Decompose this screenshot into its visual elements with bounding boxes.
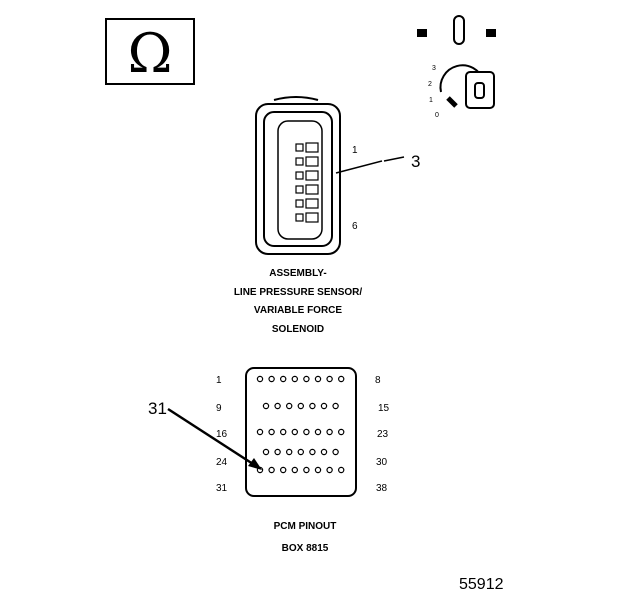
pcm-pin-row3-2 (268, 428, 275, 436)
pcm-caption: PCM PINOUT BOX 8815 (274, 521, 337, 554)
sensor-terminal-2 (305, 156, 319, 167)
ignition-position-2: 2 (428, 81, 432, 88)
callout-leader-3 (335, 160, 383, 174)
pcm-connector-body (245, 367, 357, 497)
pcm-callout-number: 31 (148, 399, 167, 418)
connector-pin-cavity (277, 120, 323, 240)
ignition-position-3: 3 (432, 65, 436, 72)
sensor-pin-1 (295, 143, 304, 152)
pcm-row-5-right-label: 38 (376, 483, 388, 494)
sensor-terminal-4 (305, 184, 319, 195)
pcm-pin-row1-1 (256, 375, 264, 383)
pcm-caption-line-1: PCM PINOUT (274, 521, 337, 532)
pcm-pin-row5-8 (338, 466, 345, 474)
pcm-pin-row1-6 (314, 375, 322, 383)
callout-arrow-31 (167, 407, 254, 466)
pcm-pin-row3-7 (326, 428, 333, 436)
pcm-row-3-right-label: 23 (377, 429, 389, 440)
sensor-terminal-1 (305, 142, 319, 153)
sensor-pin-3 (295, 171, 304, 180)
pcm-pin-row4-3 (286, 448, 293, 456)
pcm-pin-row5-4 (291, 466, 298, 474)
pcm-pin-grid (256, 375, 345, 474)
sensor-pin-2 (295, 157, 304, 166)
pcm-pin-row1-5 (303, 375, 310, 383)
sensor-caption-line-4: SOLENOID (272, 324, 324, 335)
connector-latch (273, 96, 319, 101)
pcm-pin-row4-4 (297, 448, 304, 456)
key-position-pointer (446, 96, 458, 108)
pcm-pin-row5-7 (326, 466, 333, 474)
ignition-off-indicator (417, 29, 427, 37)
connector-inner-shell (263, 111, 333, 247)
pcm-pin-row2-4 (297, 402, 304, 410)
pcm-pin-row3-5 (303, 428, 310, 436)
pcm-caption-line-2: BOX 8815 (282, 543, 329, 554)
pcm-pin-row3-8 (338, 428, 345, 436)
pcm-pin-row4-5 (309, 448, 316, 456)
sensor-callout-number: 3 (411, 152, 420, 171)
sensor-pin-6 (295, 213, 304, 222)
sensor-caption-line-2: LINE PRESSURE SENSOR/ (234, 287, 363, 298)
omega-icon: Ω (128, 22, 173, 85)
pcm-row-1-right-label: 8 (375, 375, 381, 386)
sensor-terminal-6 (305, 212, 319, 223)
pcm-pin-row2-6 (320, 402, 328, 410)
pcm-row-2-right-label: 15 (378, 403, 390, 414)
pcm-pin-row4-2 (274, 448, 281, 456)
key-hole-icon (474, 82, 485, 99)
pcm-connector: 1 9 16 24 31 8 15 23 30 38 31 (148, 367, 390, 497)
pcm-row-1-left-label: 1 (216, 375, 222, 386)
sensor-pin-4 (295, 185, 304, 194)
pcm-row-4-right-label: 30 (376, 457, 388, 468)
pcm-pin-row4-6 (320, 448, 328, 456)
pcm-pin-row4-7 (332, 448, 339, 456)
pcm-pin-row1-2 (268, 375, 275, 383)
ohmmeter-symbol: Ω (105, 18, 195, 85)
sensor-terminal-3 (305, 170, 319, 181)
sensor-pin-last-label: 6 (352, 221, 358, 232)
pcm-pin-row3-6 (314, 428, 322, 436)
pcm-pin-row5-3 (280, 466, 287, 474)
pcm-pin-row2-1 (262, 402, 270, 410)
pcm-row-2-left-label: 9 (216, 403, 222, 414)
pcm-pin-row2-5 (309, 402, 316, 410)
key-head-icon (465, 71, 495, 109)
pcm-pin-row5-5 (303, 466, 310, 474)
sensor-terminal-5 (305, 198, 319, 209)
figure-number: 55912 (459, 576, 504, 593)
pcm-pin-row1-7 (326, 375, 333, 383)
pcm-row-4-left-label: 24 (216, 457, 228, 468)
ignition-position-0: 0 (435, 112, 439, 119)
pcm-pin-row1-8 (338, 375, 345, 383)
pcm-pin-row3-1 (256, 428, 264, 436)
pcm-pin-row1-3 (280, 375, 287, 383)
sensor-pin-group (295, 142, 319, 223)
pcm-pin-row4-1 (262, 448, 270, 456)
sensor-connector: 1 6 3 (255, 96, 420, 255)
sensor-caption: ASSEMBLY- LINE PRESSURE SENSOR/ VARIABLE… (234, 268, 363, 335)
key-slot-icon (453, 15, 465, 45)
pcm-pin-row2-7 (332, 402, 339, 410)
pcm-row-5-left-label: 31 (216, 483, 228, 494)
pcm-pin-row3-4 (291, 428, 298, 436)
pcm-pin-row5-2 (268, 466, 275, 474)
ignition-position-1: 1 (429, 97, 433, 104)
pcm-pin-row5-6 (314, 466, 322, 474)
pcm-pin-row2-2 (274, 402, 281, 410)
ohmmeter-frame (105, 18, 195, 85)
sensor-pin-5 (295, 199, 304, 208)
callout-leader-3-ext (383, 156, 405, 162)
ignition-key-icon: 3 2 1 0 (417, 15, 496, 119)
pcm-row-3-left-label: 16 (216, 429, 228, 440)
sensor-caption-line-3: VARIABLE FORCE (254, 305, 342, 316)
pcm-pin-row3-3 (280, 428, 287, 436)
ignition-on-indicator (486, 29, 496, 37)
pcm-pin-row1-4 (291, 375, 298, 383)
callout-arrowhead-31 (248, 458, 262, 470)
sensor-caption-line-1: ASSEMBLY- (269, 268, 326, 279)
pcm-pin-row2-3 (286, 402, 293, 410)
sensor-pin-first-label: 1 (352, 145, 358, 156)
